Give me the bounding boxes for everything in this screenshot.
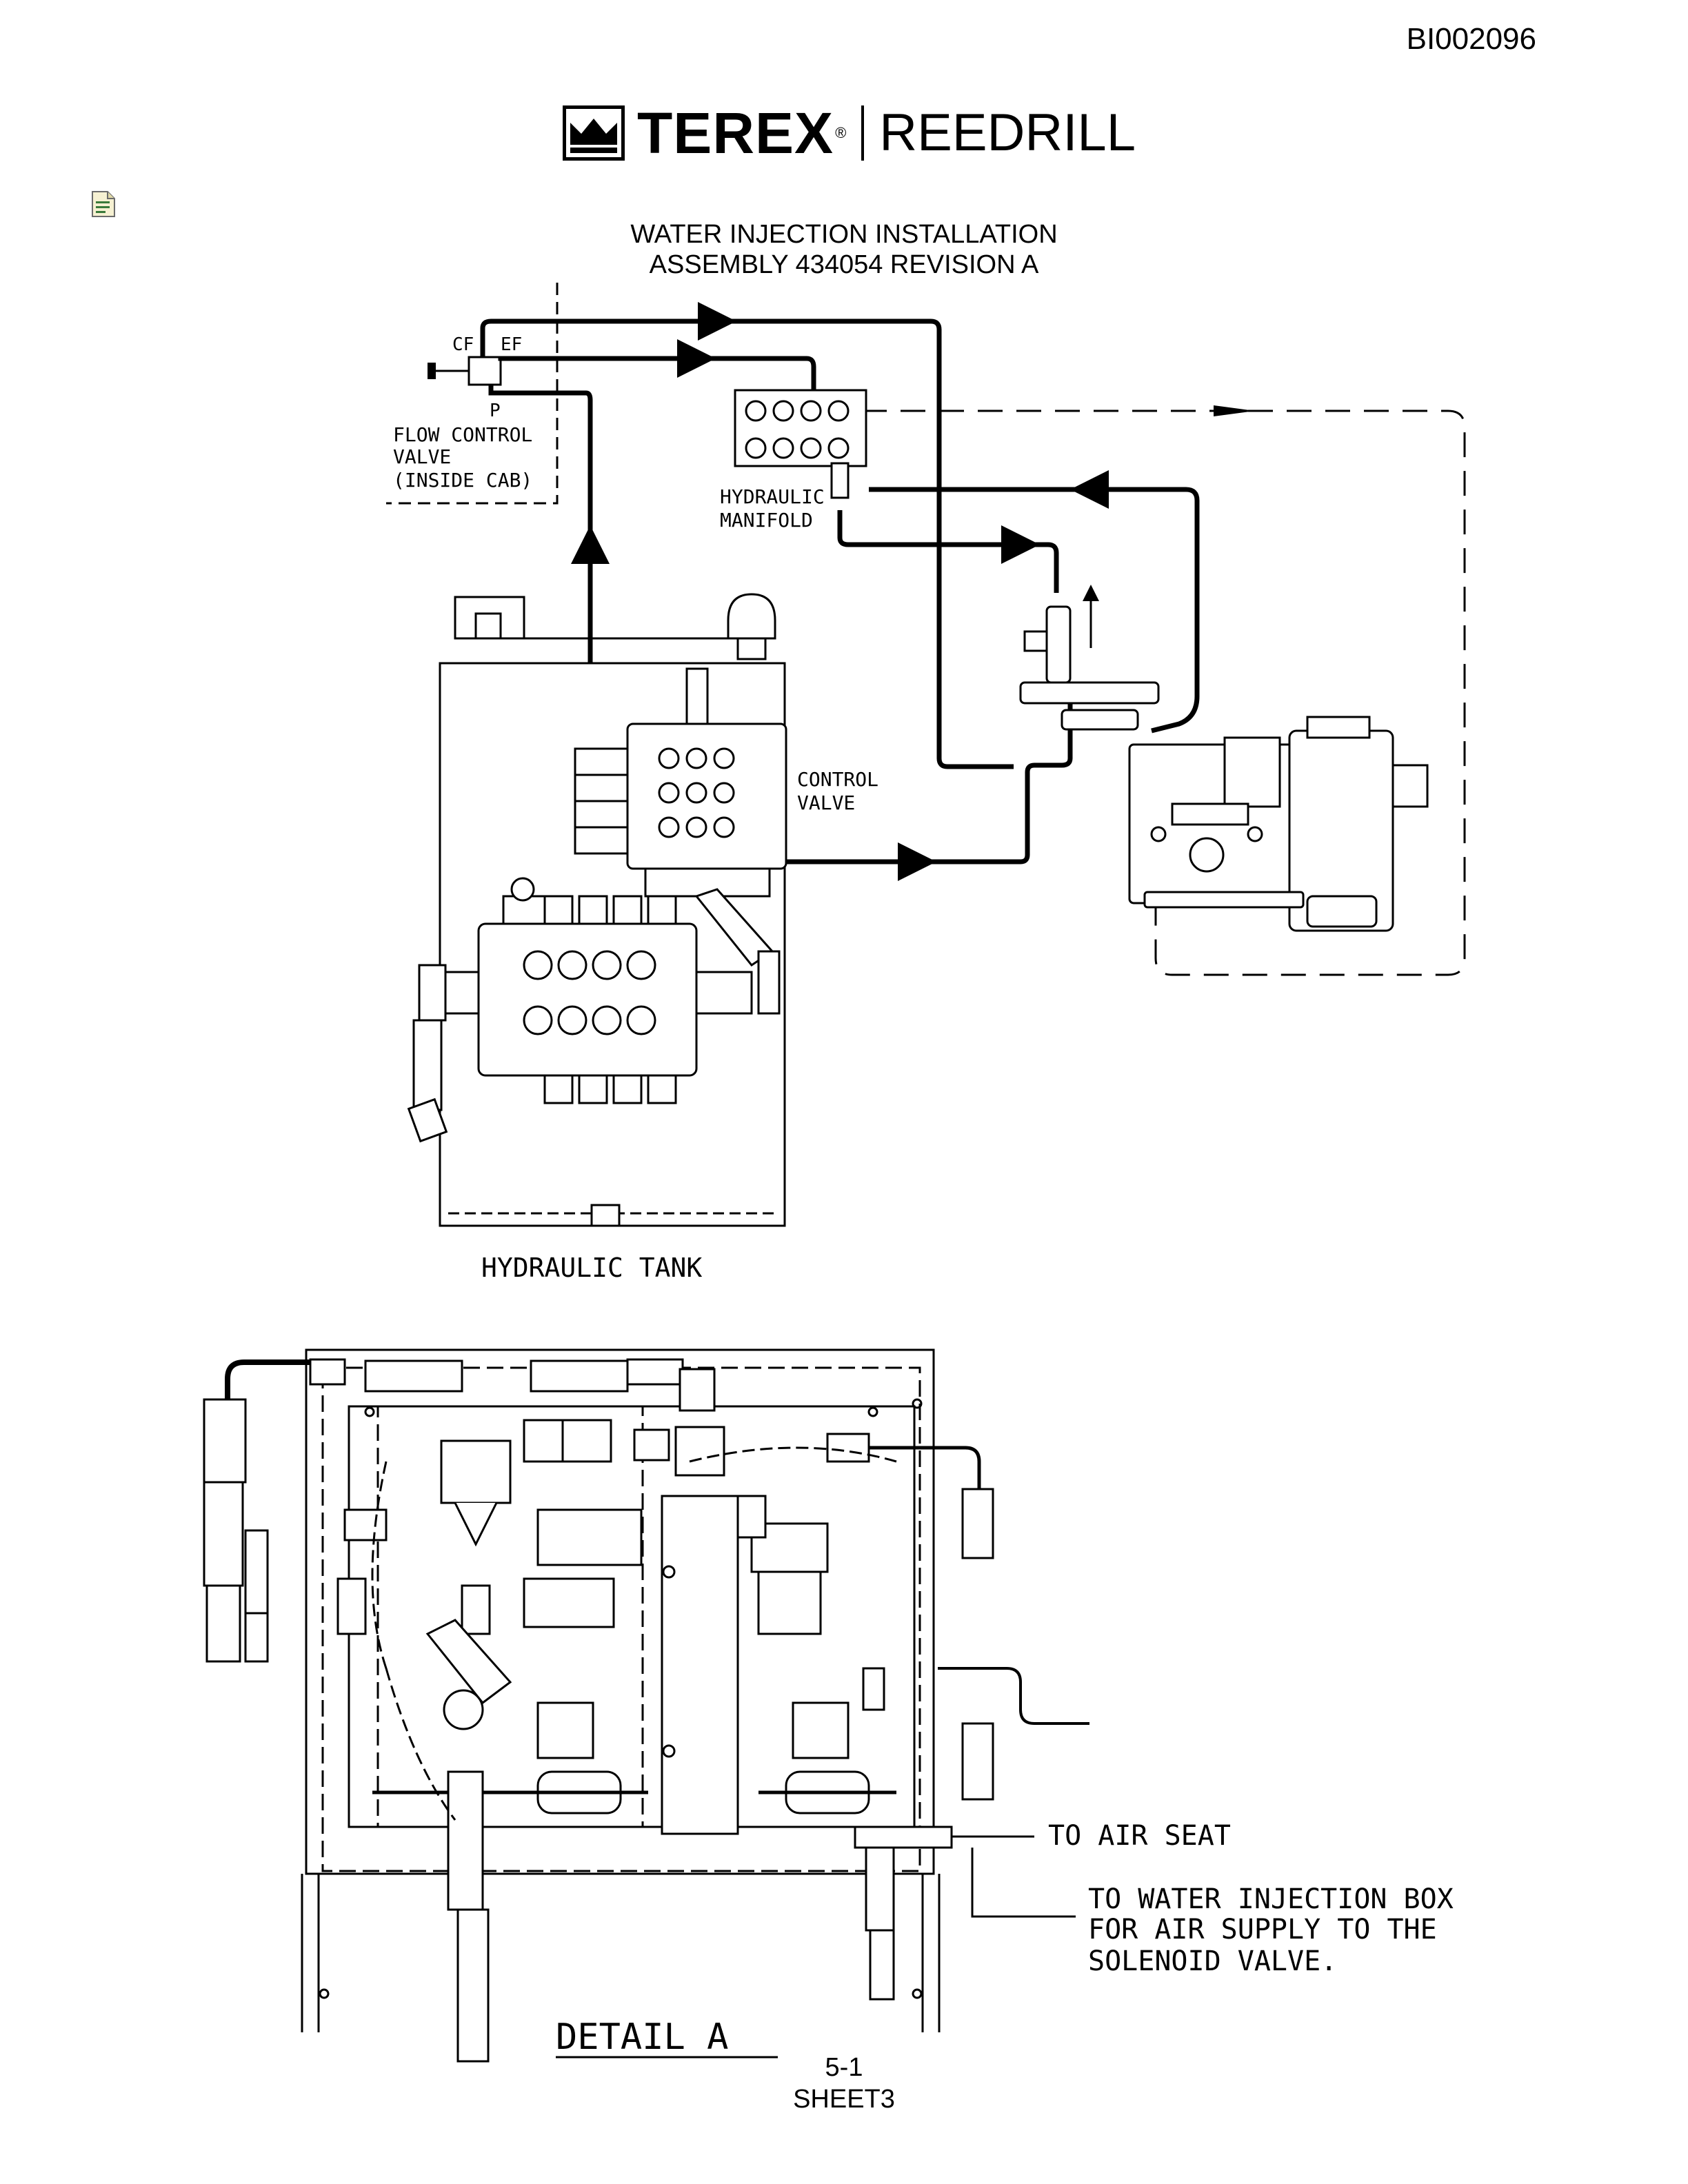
detail-a-label: DETAIL A <box>556 2016 728 2058</box>
logo-product: REEDRILL <box>879 103 1136 162</box>
terex-logo: TEREX ® REEDRILL <box>563 103 1136 163</box>
drawing-title: WATER INJECTION INSTALLATION ASSEMBLY 43… <box>0 219 1688 280</box>
air-line-dashed <box>862 410 1466 976</box>
hydraulic-tank-label: HYDRAULIC TANK <box>481 1253 702 1283</box>
flow-control-label-2: VALVE <box>393 445 451 468</box>
cf-port-label: CF <box>452 334 474 355</box>
hydraulic-manifold: HYDRAULIC MANIFOLD <box>720 389 867 532</box>
to-water-injection-label-3: SOLENOID VALVE. <box>1088 1945 1337 1977</box>
hydraulic-manifold-label-2: MANIFOLD <box>720 509 813 532</box>
logo-registered-mark: ® <box>835 124 847 141</box>
flow-control-label-3: (INSIDE CAB) <box>393 469 532 492</box>
control-valve-label-2: VALVE <box>797 791 855 814</box>
document-id: BI002096 <box>1406 22 1536 56</box>
to-air-seat-label: TO AIR SEAT <box>1048 1820 1231 1852</box>
to-water-injection-label-1: TO WATER INJECTION BOX <box>1088 1883 1454 1915</box>
title-line-2: ASSEMBLY 434054 REVISION A <box>649 250 1039 279</box>
ef-port-label: EF <box>501 334 522 355</box>
logo-brand: TEREX <box>637 101 834 165</box>
hydraulic-hoses <box>480 302 1200 881</box>
water-pump <box>1128 716 1429 932</box>
flow-control-valve: CF EF P FLOW CONTROL VALVE (INSIDE CAB) <box>386 283 559 505</box>
page-footer: 5-1 SHEET3 <box>0 2052 1688 2115</box>
to-water-injection-label-2: FOR AIR SUPPLY TO THE <box>1088 1914 1437 1945</box>
p-port-label: P <box>490 401 501 421</box>
logo-separator <box>861 105 865 161</box>
control-valve-label-1: CONTROL <box>797 768 878 791</box>
flow-control-label-1: FLOW CONTROL <box>393 423 532 446</box>
check-valve-assembly <box>1019 585 1160 731</box>
hydraulic-manifold-label-1: HYDRAULIC <box>720 485 825 508</box>
control-valve: CONTROL VALVE <box>574 667 878 1015</box>
note-icon[interactable] <box>91 190 116 218</box>
title-line-1: WATER INJECTION INSTALLATION <box>630 220 1058 249</box>
page-number: 5-1 <box>825 2053 863 2082</box>
crown-icon <box>563 105 625 161</box>
main-valve-bank <box>407 877 753 1143</box>
detail-a-panel <box>203 1348 1089 2063</box>
sheet-number: SHEET3 <box>793 2085 895 2114</box>
